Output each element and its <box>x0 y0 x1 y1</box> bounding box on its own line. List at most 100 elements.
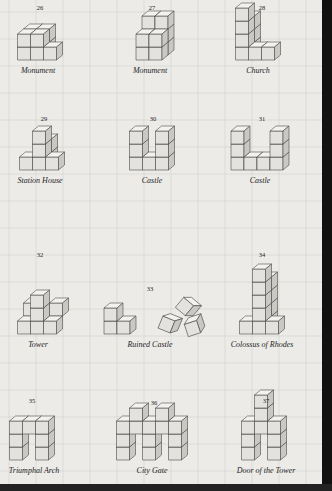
figure-caption: Ruined Castle <box>127 341 172 349</box>
grid-line <box>0 93 322 94</box>
cube-face <box>36 447 49 460</box>
cube-face <box>46 157 59 170</box>
cube-face <box>130 131 143 144</box>
grid-line <box>0 228 322 229</box>
cube-face <box>262 47 275 60</box>
cube-face <box>231 131 244 144</box>
cube-face <box>156 131 169 144</box>
cube-face <box>33 157 46 170</box>
block-figure <box>18 24 63 60</box>
cube-face <box>169 126 175 144</box>
cube-face <box>130 157 143 170</box>
cube-face <box>36 434 49 447</box>
cube-face <box>136 47 149 60</box>
figure-caption: Monument <box>133 67 167 75</box>
cube-face <box>156 421 169 434</box>
cube-face <box>57 316 63 334</box>
cube-face <box>143 434 156 447</box>
cube-face <box>268 434 281 447</box>
block-figure <box>236 3 281 60</box>
cube-face <box>143 421 156 434</box>
cube-face <box>63 298 69 316</box>
cube-face <box>253 269 266 282</box>
cube-face <box>156 408 169 421</box>
grid-line <box>0 336 322 337</box>
grid-line <box>0 120 322 121</box>
figure-number: 26 <box>37 5 44 12</box>
cube-face <box>242 434 255 447</box>
cube-face <box>266 264 272 282</box>
cube-face <box>136 34 149 47</box>
figure-number: 33 <box>147 286 154 293</box>
cube-face <box>59 152 65 170</box>
figure-caption: Castle <box>142 177 162 185</box>
grid-line <box>117 0 118 484</box>
cube-face <box>50 303 63 316</box>
block-figure <box>20 126 65 170</box>
grid-line <box>63 0 64 484</box>
cube-face <box>169 421 182 434</box>
cube-face <box>117 321 130 334</box>
figure-caption: Tower <box>28 341 48 349</box>
cube-face <box>236 34 249 47</box>
cube-face <box>130 421 143 434</box>
cube-face <box>31 321 44 334</box>
cube-face <box>142 16 155 29</box>
cube-face <box>46 126 52 144</box>
grid-line <box>0 255 322 256</box>
cube-face <box>143 126 149 144</box>
cube-face <box>44 47 57 60</box>
cube-face <box>266 321 279 334</box>
figure-number: 27 <box>149 5 156 12</box>
fallen-cube <box>175 294 201 320</box>
fallen-cube <box>158 311 182 335</box>
cube-face <box>236 8 249 21</box>
cube-face <box>253 321 266 334</box>
figure-caption: Door of the Tower <box>237 467 296 475</box>
cube-face <box>20 157 33 170</box>
figure-number: 34 <box>259 252 266 259</box>
cube-face <box>33 131 46 144</box>
cube-face <box>231 144 244 157</box>
figure-caption: Castle <box>250 177 270 185</box>
cube-face <box>270 144 283 157</box>
cube-face <box>18 34 31 47</box>
grid-lines <box>0 0 322 484</box>
figure-caption: Colossus of Rhodes <box>231 341 294 349</box>
cube-face <box>253 282 266 295</box>
cube-face <box>244 126 250 144</box>
figure-number: 35 <box>29 398 36 405</box>
cube-face <box>185 302 201 320</box>
cube-face <box>44 29 50 47</box>
cube-face <box>143 447 156 460</box>
cube-face <box>44 321 57 334</box>
cube-face <box>236 21 249 34</box>
figure-number: 31 <box>259 116 266 123</box>
cube-face <box>130 316 136 334</box>
cube-face <box>10 434 23 447</box>
cube-face <box>272 272 278 290</box>
cube-face <box>242 447 255 460</box>
cube-face <box>182 416 188 434</box>
cube-face <box>117 421 130 434</box>
cube-face <box>255 11 261 29</box>
cube-face <box>23 421 36 434</box>
dark-edge <box>0 484 332 491</box>
block-figure <box>10 416 55 460</box>
fallen-cube <box>183 314 207 337</box>
cube-face <box>31 34 44 47</box>
cube-face <box>170 316 182 335</box>
cube-face <box>57 42 63 60</box>
grid-line <box>306 0 307 484</box>
cube-face <box>253 295 266 308</box>
cube-face <box>169 434 182 447</box>
cube-face <box>155 16 168 29</box>
block-figure <box>130 126 175 170</box>
grid-line <box>0 363 322 364</box>
cube-face <box>143 403 149 421</box>
block-figure <box>136 11 174 60</box>
grid-line <box>225 0 226 484</box>
cube-face <box>249 3 255 21</box>
cube-face <box>31 308 44 321</box>
block-figure <box>117 403 188 460</box>
